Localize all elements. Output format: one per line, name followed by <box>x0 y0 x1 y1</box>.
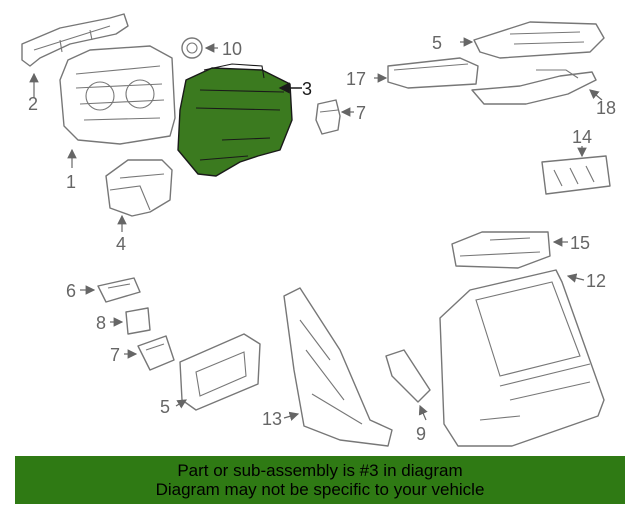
part-15-receiver[interactable] <box>451 231 551 269</box>
part-5-control-panel[interactable] <box>179 333 261 411</box>
part-9-switch[interactable] <box>315 99 341 135</box>
callout-18: 5 <box>432 33 442 53</box>
callout-17: 18 <box>596 98 616 118</box>
part-14-climate-control[interactable] <box>541 155 611 195</box>
callout-4: 4 <box>116 234 126 254</box>
callout-5: 5 <box>160 397 170 417</box>
banner-line-1: Part or sub-assembly is #3 in diagram <box>177 461 463 480</box>
part-18-trim-plate[interactable] <box>473 21 605 59</box>
part-4-module[interactable] <box>105 159 173 217</box>
callout-6: 6 <box>66 281 76 301</box>
callout-11: 10 <box>222 39 242 59</box>
parts-diagram: 2 1 10 3 7 4 17 <box>21 13 616 447</box>
part-8-switch[interactable] <box>125 307 151 335</box>
part-2-bracket[interactable] <box>21 13 129 67</box>
part-12-display[interactable] <box>439 269 605 447</box>
callout-3: 3 <box>302 79 312 99</box>
callout-14: 14 <box>572 127 592 147</box>
callout-7: 7 <box>110 345 120 365</box>
notice-banner: Part or sub-assembly is #3 in diagram Di… <box>15 456 625 504</box>
banner-line-2: Diagram may not be specific to your vehi… <box>155 480 485 499</box>
callout-15: 15 <box>570 233 590 253</box>
callout-8: 8 <box>96 313 106 333</box>
callout-9: 7 <box>356 103 366 123</box>
part-3-console-module[interactable] <box>177 63 293 177</box>
callout-13: 13 <box>262 409 282 429</box>
callout-1: 1 <box>66 172 76 192</box>
callout-10: 9 <box>416 424 426 444</box>
callout-16: 17 <box>346 69 366 89</box>
callout-2: 2 <box>28 94 38 114</box>
part-7-switch-bank[interactable] <box>137 335 175 371</box>
part-10-switch-strip[interactable] <box>385 349 431 403</box>
part-17-bezel[interactable] <box>471 69 597 105</box>
part-1-instrument-cluster[interactable] <box>59 45 176 145</box>
part-6-switch[interactable] <box>97 277 141 303</box>
part-13-console-frame[interactable] <box>283 287 393 447</box>
callout-12: 12 <box>586 271 606 291</box>
part-11-knob[interactable] <box>181 37 203 59</box>
part-16-module-box[interactable] <box>387 57 479 89</box>
